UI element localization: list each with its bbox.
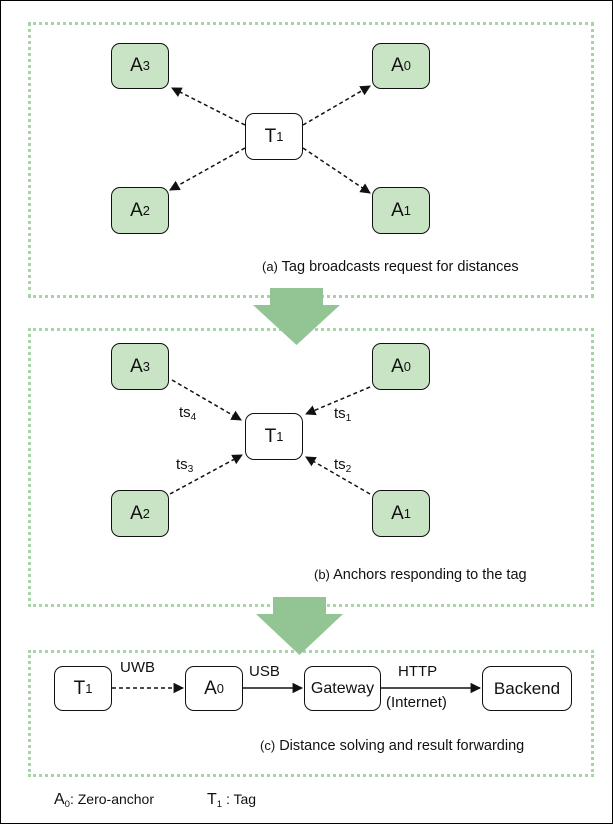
arrow-a-t1-to-a1 [302, 147, 371, 194]
link-label-http: HTTP [398, 663, 438, 680]
link-label-usb: USB [249, 663, 280, 680]
link-label-uwb: UWB [120, 659, 155, 676]
panel-c-caption: (c) Distance solving and result forwardi… [260, 738, 525, 754]
arrow-b-a0-to-t1 [305, 386, 371, 416]
legend-tag: T1 : Tag [207, 791, 257, 810]
arrow-a-t1-to-a0 [302, 85, 371, 126]
arrow-a-t1-to-a3 [171, 87, 246, 126]
timestamp-ts1: ts1 [334, 405, 352, 425]
arrow-b-a3-to-t1 [171, 379, 242, 421]
link-label-internet: (Internet) [386, 694, 447, 711]
timestamp-ts2: ts2 [334, 456, 352, 476]
flow-arrow-1 [253, 288, 340, 345]
timestamp-ts3: ts3 [176, 456, 194, 476]
panel-c [28, 650, 594, 777]
arrow-b-a1-to-t1 [305, 456, 371, 495]
flow-arrow-2 [256, 597, 343, 655]
panel-c-backend: Backend [482, 666, 572, 711]
timestamp-ts4: ts4 [179, 404, 197, 424]
panel-b-caption: (b) Anchors responding to the tag [314, 567, 527, 583]
legend-zero-anchor: A0: Zero-anchor [54, 791, 155, 810]
panel-a-caption: (a) Tag broadcasts request for distances [262, 259, 519, 275]
panel-c-gateway: Gateway [304, 666, 381, 711]
arrow-a-t1-to-a2 [169, 147, 246, 191]
